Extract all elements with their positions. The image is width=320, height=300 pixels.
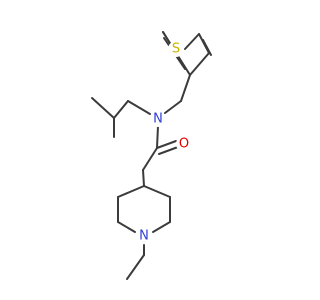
bond bbox=[117, 221, 136, 233]
bond bbox=[142, 169, 145, 187]
oxygen-label: O bbox=[179, 137, 189, 152]
amide-nitrogen-label: N bbox=[153, 112, 163, 127]
bonds bbox=[91, 31, 212, 280]
bond bbox=[189, 52, 210, 76]
bond bbox=[91, 97, 115, 119]
bond bbox=[184, 33, 200, 50]
piperidine-nitrogen-label: N bbox=[139, 229, 149, 244]
bond bbox=[158, 146, 179, 155]
bond bbox=[156, 125, 159, 149]
oxygen-atom: O bbox=[176, 136, 192, 152]
bond bbox=[142, 147, 158, 171]
bond bbox=[117, 185, 145, 198]
sulfur-label: S bbox=[172, 42, 180, 57]
bond bbox=[126, 254, 145, 280]
piperidine-nitrogen-atom: N bbox=[136, 228, 152, 244]
bond bbox=[127, 100, 151, 115]
molecule-structure: S N O N bbox=[91, 31, 212, 280]
bond bbox=[113, 100, 129, 119]
bond bbox=[152, 221, 171, 233]
bond bbox=[164, 100, 182, 114]
bond bbox=[156, 140, 177, 149]
bond bbox=[180, 74, 191, 102]
atom-labels: S N O N bbox=[136, 41, 192, 244]
sulfur-atom: S bbox=[168, 41, 184, 57]
bond bbox=[143, 185, 171, 198]
amide-nitrogen-atom: N bbox=[150, 111, 166, 127]
